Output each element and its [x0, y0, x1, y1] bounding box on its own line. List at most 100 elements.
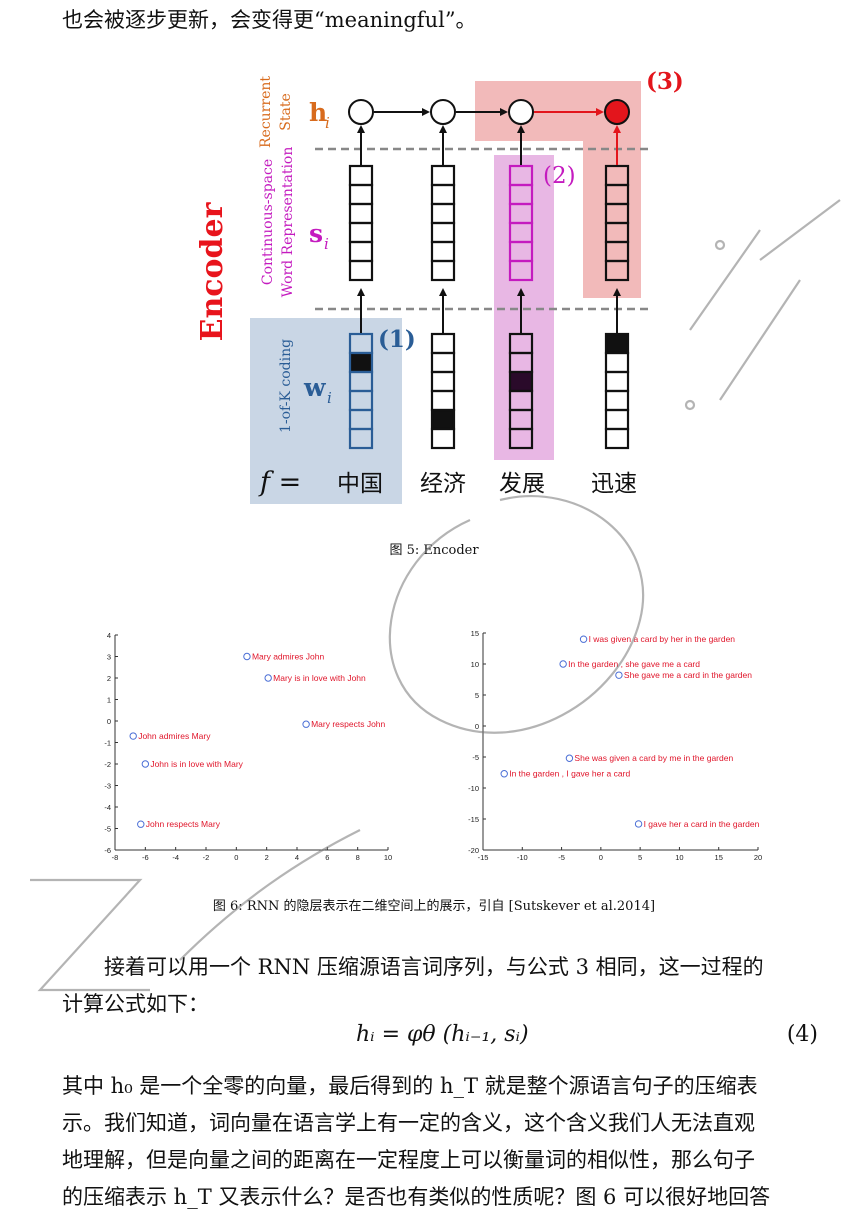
point-0 [243, 652, 251, 661]
s-cell-0-1 [348, 183, 374, 206]
encoder-title: Encoder [195, 201, 230, 341]
s-cell-1-0 [430, 164, 456, 187]
fig5-caption: 图 5: Encoder [389, 543, 479, 558]
x-tick-label: 20 [754, 853, 762, 862]
x-tick-label: 6 [325, 853, 329, 862]
para1-line1: 接着可以用一个 RNN 压缩源语言词序列，与公式 3 相同，这一过程的 [104, 955, 764, 979]
label-word-representation: Word Representation [280, 147, 296, 298]
s-cell-0-0 [348, 164, 374, 187]
s-cell-2-5 [508, 259, 534, 282]
y-tick-label: 15 [471, 629, 479, 638]
para2-line1: 其中 h₀ 是一个全零的向量，最后得到的 h_T 就是整个源语言句子的压缩表 [62, 1074, 758, 1098]
w-cell-2-5 [508, 427, 534, 450]
point-label-1: In the garden , she gave me a card [568, 659, 700, 669]
s-cell-0-2 [348, 202, 374, 225]
x-tick-label: 0 [599, 853, 603, 862]
w-cell-1-2 [430, 370, 456, 393]
h-node-0 [348, 99, 374, 125]
word-3: 迅速 [591, 471, 637, 497]
word-1: 经济 [420, 471, 466, 497]
y-tick-label: 4 [107, 631, 111, 640]
y-tick-label: -3 [104, 782, 111, 791]
var-s: s [309, 219, 323, 248]
y-tick-label: 5 [475, 691, 479, 700]
point-label-3: She was given a card by me in the garden [574, 753, 733, 763]
label-state: State [278, 93, 294, 130]
point-1 [264, 674, 272, 682]
encoder-diagram: Encoder Recurrent State Continuous-space… [195, 68, 684, 504]
y-tick-label: -15 [468, 815, 479, 824]
point-label-2: Mary respects John [311, 719, 385, 729]
w-cell-0-5 [348, 427, 374, 450]
x-tick-label: 2 [265, 853, 269, 862]
y-tick-label: 3 [107, 653, 111, 662]
point-5 [137, 820, 145, 828]
y-tick-label: 0 [475, 722, 479, 731]
y-tick-label: -6 [104, 846, 111, 855]
label-recurrent: Recurrent [258, 76, 274, 148]
s-cell-1-4 [430, 240, 456, 263]
text-line-top: 也会被逐步更新，会变得更“meaningful”。 [62, 8, 477, 32]
f-label: f = [258, 467, 301, 498]
y-tick-label: -1 [104, 739, 111, 748]
s-highlight-bg [583, 141, 641, 298]
w-cell-1-1 [430, 351, 456, 374]
marker-2: (2) [543, 163, 576, 189]
point-5 [634, 820, 643, 828]
x-tick-label: -2 [203, 853, 210, 862]
var-w-sub: i [327, 389, 332, 407]
para1-line2: 计算公式如下： [62, 992, 209, 1016]
w-cell-1-4 [430, 408, 456, 431]
y-tick-label: -2 [104, 760, 111, 769]
point-label-5: I gave her a card in the garden [644, 819, 760, 829]
w-cell-3-5 [604, 427, 630, 450]
x-tick-label: 0 [234, 853, 238, 862]
x-tick-label: -5 [558, 853, 565, 862]
point-label-3: John admires Mary [138, 731, 211, 741]
fig6-caption: 图 6: RNN 的隐层表示在二维空间上的展示，引自 [Sutskever et… [212, 899, 656, 914]
word-2: 发展 [499, 471, 545, 497]
w-cell-3-3 [604, 389, 630, 412]
equation-body: hᵢ = φθ (hᵢ₋₁, sᵢ) [356, 1022, 529, 1047]
s-cell-0-4 [348, 240, 374, 263]
x-tick-label: 10 [384, 853, 392, 862]
point-2 [615, 671, 623, 679]
w-cell-0-1 [348, 351, 374, 374]
y-tick-label: -5 [104, 825, 111, 834]
x-tick-label: -4 [172, 853, 179, 862]
y-tick-label: -4 [104, 803, 111, 812]
continuous-region-bg [494, 155, 554, 460]
w-cell-1-5 [430, 427, 456, 450]
h-node-2 [508, 99, 534, 125]
y-tick-label: 0 [107, 717, 111, 726]
h-node-3 [604, 99, 630, 125]
point-2 [302, 720, 310, 728]
var-w: w [303, 373, 327, 402]
y-tick-label: 10 [471, 660, 479, 669]
w-cell-2-2 [508, 370, 534, 393]
point-4 [141, 760, 150, 768]
w-cell-3-2 [604, 370, 630, 393]
x-tick-label: 4 [295, 853, 299, 862]
h-node-1 [430, 99, 456, 125]
x-tick-label: -10 [517, 853, 528, 862]
x-tick-label: -6 [142, 853, 149, 862]
x-tick-label: 8 [356, 853, 360, 862]
label-continuous-space: Continuous-space [260, 159, 276, 285]
point-label-2: She gave me a card in the garden [624, 670, 752, 680]
marker-1: (1) [378, 326, 416, 353]
s-cell-1-5 [430, 259, 456, 282]
w-cell-1-0 [430, 332, 456, 355]
point-label-1: Mary is in love with John [273, 673, 366, 683]
s-cell-1-2 [430, 202, 456, 225]
point-label-5: John respects Mary [146, 819, 221, 829]
y-tick-label: -20 [468, 846, 479, 855]
var-h-sub: i [325, 114, 330, 132]
encoder-columns [348, 99, 630, 450]
w-cell-1-3 [430, 389, 456, 412]
point-label-0: I was given a card by her in the garden [589, 634, 736, 644]
x-tick-label: 15 [715, 853, 723, 862]
s-cell-1-3 [430, 221, 456, 244]
w-cell-3-1 [604, 351, 630, 374]
para2-line2: 示。我们知道，词向量在语言学上有一定的含义，这个含义我们人无法直观 [62, 1111, 755, 1135]
